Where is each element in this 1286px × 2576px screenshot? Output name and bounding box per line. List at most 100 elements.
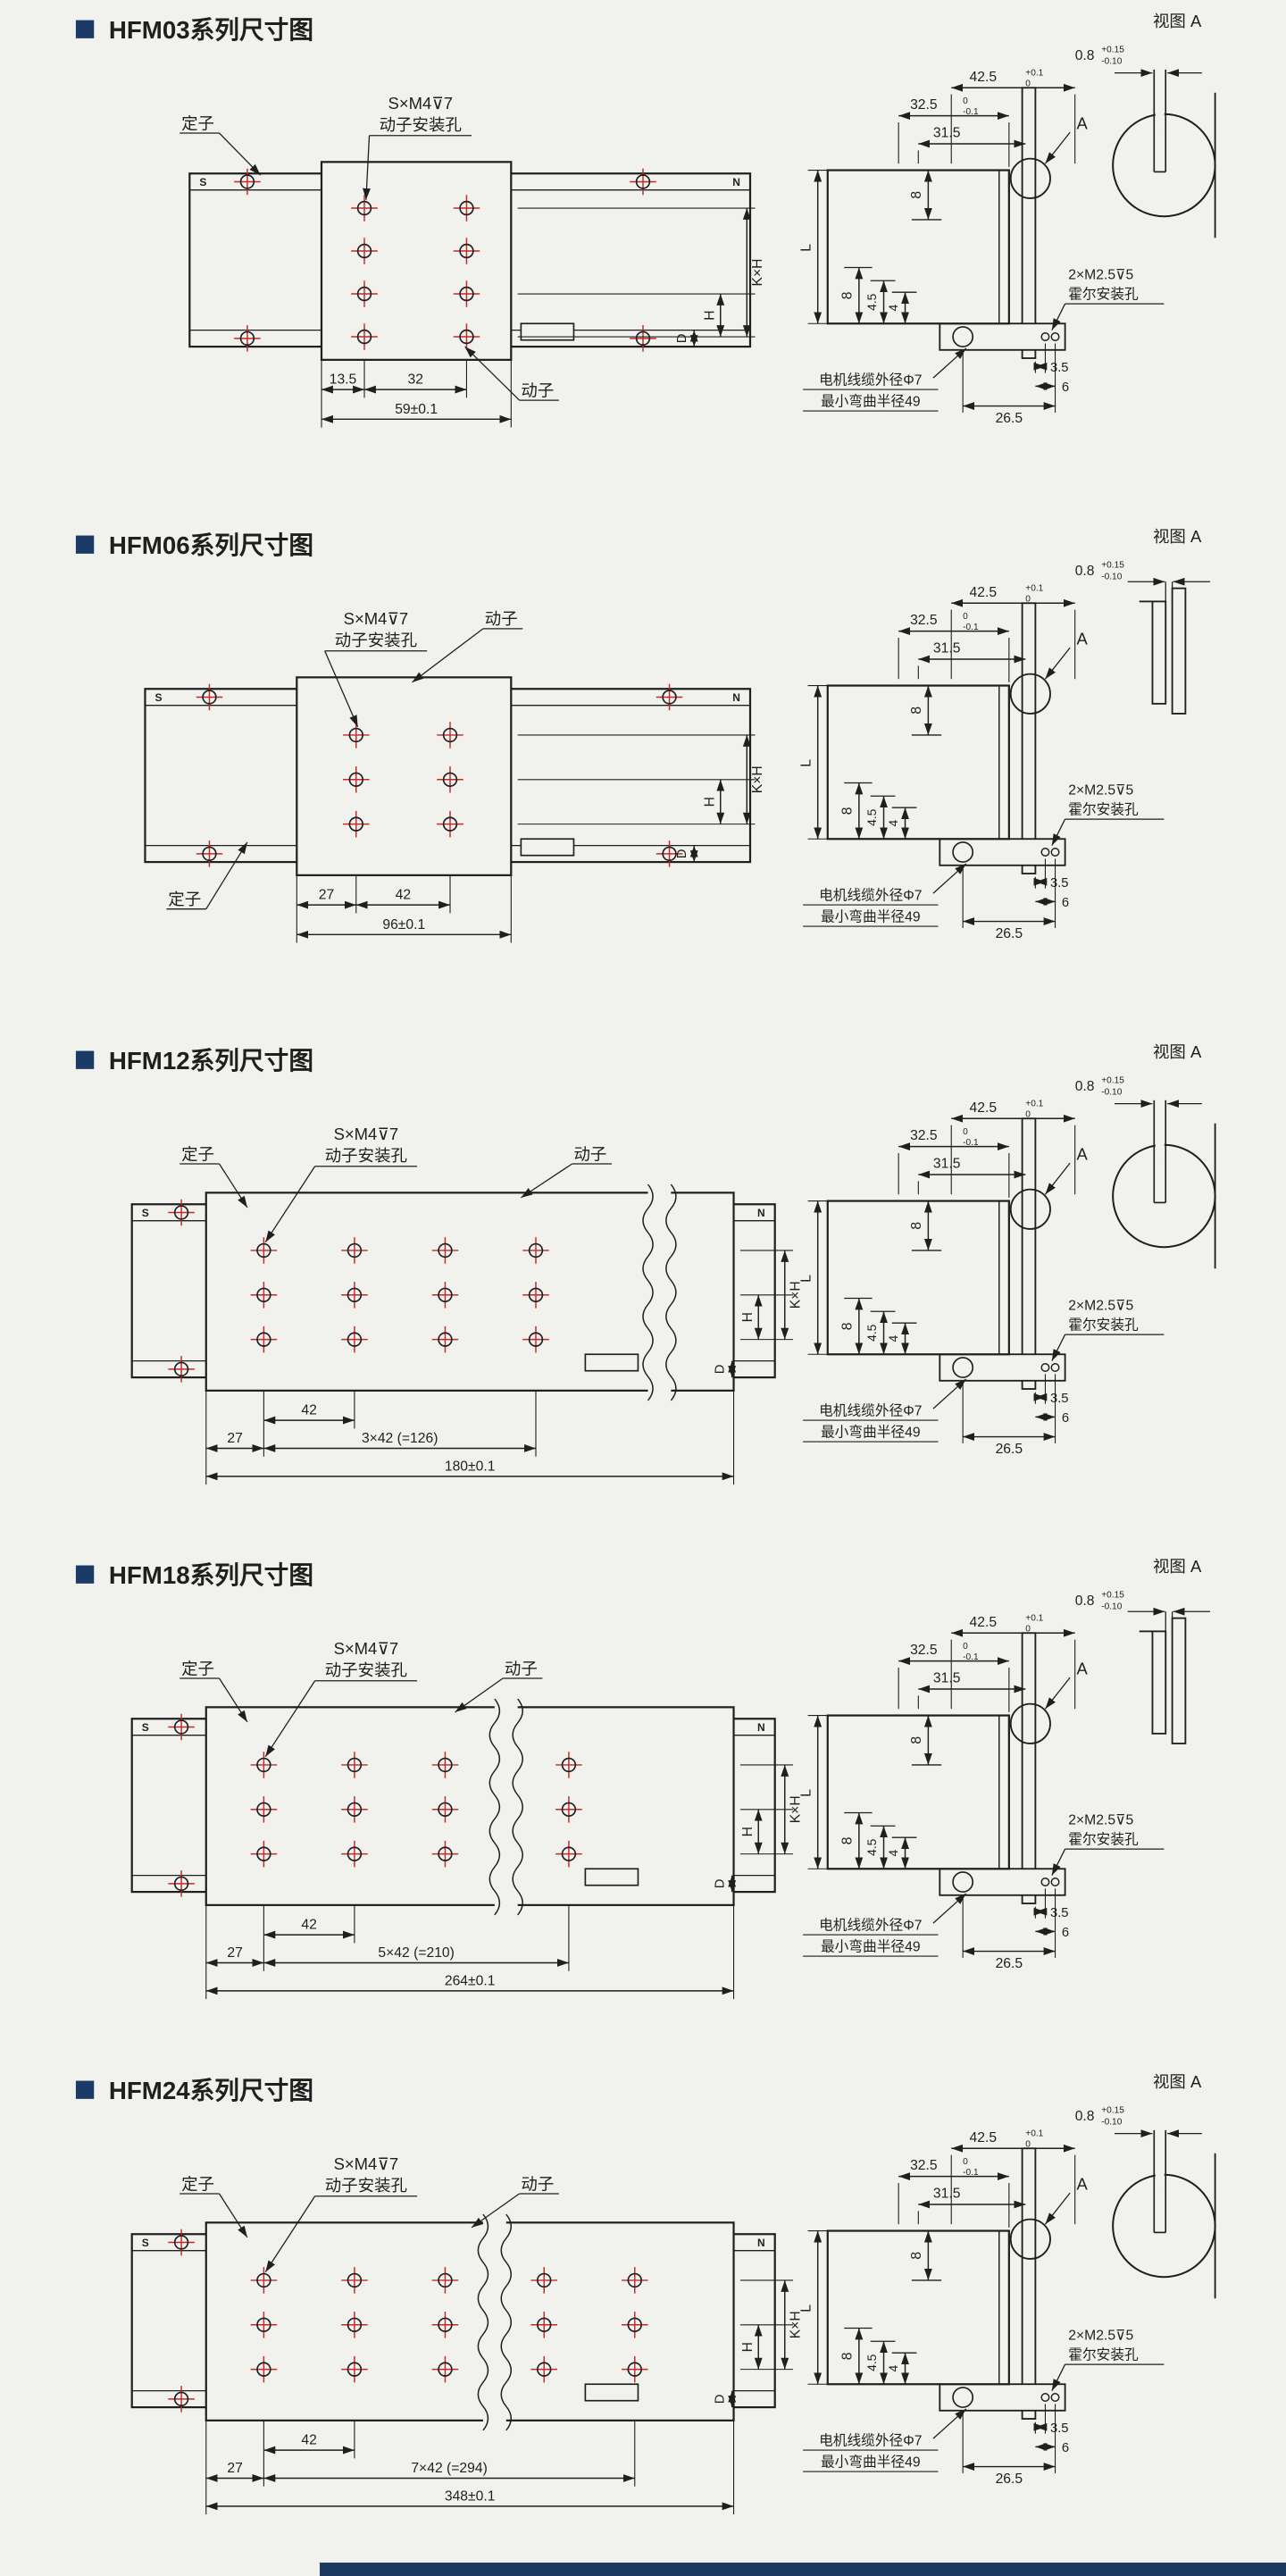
hole-marker bbox=[196, 840, 223, 867]
hole-marker bbox=[351, 323, 378, 350]
hall-hole bbox=[1040, 1878, 1050, 1887]
side-view-outline bbox=[826, 602, 1066, 874]
hole-marker bbox=[196, 683, 223, 711]
dim-pitch: 32 bbox=[408, 372, 423, 388]
leader-line bbox=[264, 1166, 316, 1242]
leader-line bbox=[1051, 303, 1066, 330]
hole-marker bbox=[431, 1841, 459, 1868]
stator-label: 定子 bbox=[168, 890, 201, 908]
hole-marker bbox=[522, 1236, 549, 1264]
base-plate bbox=[939, 322, 1066, 351]
side-view-outline bbox=[826, 2147, 1066, 2421]
mover-holes-name: 动子安装孔 bbox=[325, 1146, 407, 1165]
mover-holes-spec: S×M4⊽7 bbox=[334, 1125, 399, 1143]
tolerance: -0.1 bbox=[963, 107, 979, 117]
detail-ref-label: A bbox=[1077, 1144, 1089, 1163]
stator-blade bbox=[1021, 1117, 1037, 1390]
section-bullet bbox=[75, 535, 95, 554]
pole-n-label: N bbox=[757, 2237, 765, 2249]
slot-dim-label: 0.8 bbox=[1075, 564, 1095, 579]
hole-marker bbox=[630, 325, 656, 352]
mover-holes-name: 动子安装孔 bbox=[380, 115, 462, 134]
break-line bbox=[665, 1183, 677, 1401]
dim-h: H bbox=[740, 1312, 756, 1322]
dim-total: 96±0.1 bbox=[382, 917, 425, 933]
leader-line bbox=[1051, 818, 1066, 846]
hole-marker bbox=[234, 325, 261, 352]
dim-8-left: 8 bbox=[840, 807, 856, 815]
mover-holes-spec: S×M4⊽7 bbox=[334, 2154, 399, 2173]
dim-l: L bbox=[798, 244, 814, 252]
tolerance: 0 bbox=[963, 96, 968, 106]
height-dimensions: HK×HD bbox=[713, 1249, 803, 1377]
cable-exit-block bbox=[584, 1353, 639, 1372]
cable-circle bbox=[952, 326, 974, 347]
dim-d: D bbox=[713, 2395, 727, 2405]
break-line bbox=[489, 1699, 501, 1916]
hall-hole bbox=[1050, 1878, 1060, 1887]
tolerance: 0 bbox=[1025, 1625, 1031, 1635]
dim-42-5: 42.5 bbox=[970, 1100, 998, 1115]
dim-42-5: 42.5 bbox=[970, 1615, 998, 1630]
tolerance: 0 bbox=[963, 612, 968, 622]
leader-line bbox=[1044, 131, 1071, 164]
leader-line bbox=[1044, 2192, 1071, 2225]
view-a-label: 视图 A bbox=[1153, 2072, 1202, 2091]
detail-ref-label: A bbox=[1077, 1660, 1089, 1678]
stator-blade bbox=[1021, 2147, 1037, 2421]
leader-line bbox=[1044, 1162, 1071, 1195]
section-bullet bbox=[75, 1565, 95, 1585]
slot-dim-label: 0.8 bbox=[1075, 1078, 1095, 1093]
hall-hole bbox=[1040, 847, 1050, 857]
dim-4-5: 4.5 bbox=[864, 2354, 879, 2372]
hole-marker bbox=[530, 2312, 557, 2338]
mover-holes-name: 动子安装孔 bbox=[325, 2176, 407, 2195]
mover-label: 动子 bbox=[573, 1144, 606, 1163]
hole-marker bbox=[168, 2229, 195, 2256]
hole-marker bbox=[341, 1752, 368, 1779]
callout-labels: 定子动子S×M4⊽7动子安装孔 bbox=[180, 2154, 559, 2273]
dim-42-5: 42.5 bbox=[970, 70, 998, 85]
dim-26-5: 26.5 bbox=[996, 411, 1023, 426]
hole-marker bbox=[250, 1841, 278, 1868]
hole-marker bbox=[530, 2356, 557, 2383]
pole-s-label: S bbox=[142, 1207, 149, 1219]
callout-labels: 定子动子S×M4⊽7动子安装孔 bbox=[180, 1640, 543, 1758]
leader-line bbox=[218, 1678, 248, 1723]
hall-label-spec: 2×M2.5⊽5 bbox=[1068, 267, 1133, 282]
dim-8-left: 8 bbox=[840, 1837, 856, 1845]
hall-label-name: 霍尔安装孔 bbox=[1068, 1832, 1139, 1848]
mover-section bbox=[826, 169, 1010, 325]
dim-3-5: 3.5 bbox=[1050, 1906, 1069, 1920]
tolerance: +0.15 bbox=[1101, 1075, 1124, 1085]
hall-label-name: 霍尔安装孔 bbox=[1068, 801, 1139, 817]
tolerance: -0.1 bbox=[963, 1137, 979, 1147]
dim-6: 6 bbox=[1062, 381, 1069, 395]
hole-marker bbox=[431, 2356, 459, 2383]
mover-section bbox=[826, 2229, 1010, 2386]
view-a-shape bbox=[1171, 1618, 1187, 1745]
dim-32-5: 32.5 bbox=[910, 613, 938, 628]
cable-label-radius: 最小弯曲半径49 bbox=[821, 1424, 921, 1440]
dim-8-left: 8 bbox=[840, 291, 856, 299]
hole-marker bbox=[168, 1870, 195, 1898]
dim-d: D bbox=[713, 1879, 727, 1889]
dim-26-5: 26.5 bbox=[996, 1442, 1023, 1457]
dim-edge: 27 bbox=[227, 1431, 242, 1446]
tolerance: -0.10 bbox=[1101, 572, 1122, 581]
footer-bar bbox=[320, 2563, 1286, 2576]
hall-hole bbox=[1040, 2393, 1050, 2403]
pole-s-label: S bbox=[199, 176, 206, 188]
dim-8-top: 8 bbox=[909, 191, 924, 199]
section-title: HFM24系列尺寸图 bbox=[109, 2077, 313, 2104]
pole-n-label: N bbox=[732, 176, 740, 188]
section-bullet bbox=[75, 1050, 95, 1069]
dim-8-left: 8 bbox=[840, 1322, 856, 1330]
